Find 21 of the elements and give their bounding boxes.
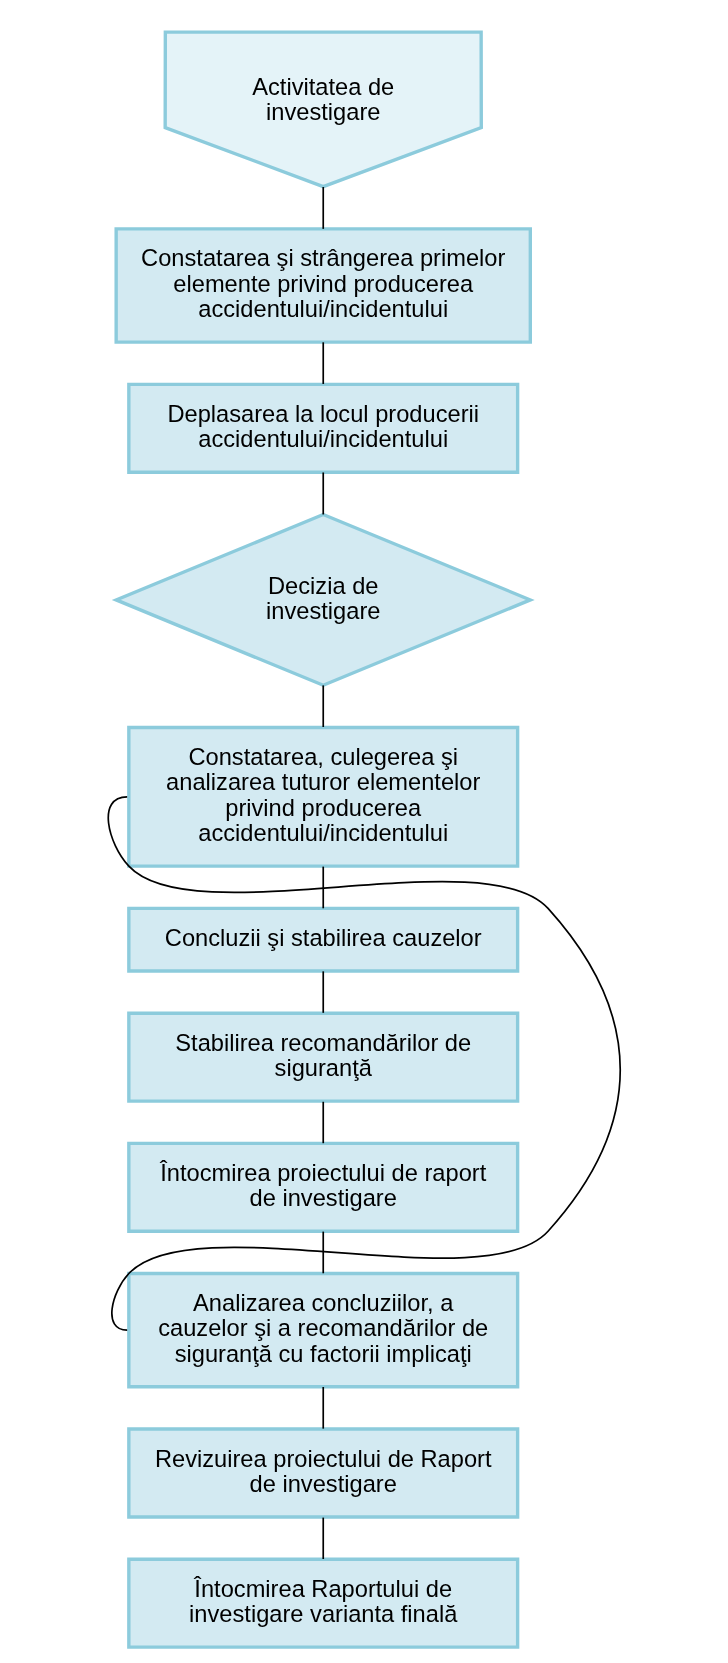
- connector: [322, 341, 325, 385]
- connector: [322, 1516, 325, 1560]
- connector: [322, 186, 325, 230]
- connector: [322, 684, 325, 728]
- node-box: Analizarea concluziilor, a cauzelor şi a recomandărilor de siguranţă cu factorii implicaţi: [127, 1271, 520, 1389]
- node-diamond: Decizia de investigare: [111, 512, 535, 688]
- connector: [322, 471, 325, 516]
- node-box: Revizuirea proiectului de Raport de investigare: [127, 1427, 520, 1519]
- connector: [107, 796, 622, 1331]
- node-box: Concluzii şi stabilirea cauzelor: [127, 906, 520, 973]
- connector: [322, 1230, 325, 1275]
- node-box: Întocmirea Raportului de investigare varianta finală: [127, 1557, 520, 1649]
- node-box: Constatarea şi strângerea primelor elemente privind producerea accidentului/incidentului: [114, 227, 532, 344]
- node-box: Deplasarea la locul producerii accidentului/incidentului: [127, 382, 520, 474]
- node-box: Constatarea, culegerea şi analizarea tuturor elementelor privind producerea accidentului/incidentului: [127, 725, 520, 868]
- connector: [322, 1386, 325, 1430]
- connector: [322, 1100, 325, 1145]
- connector: [322, 970, 325, 1014]
- node-box: Întocmirea proiectului de raport de investigare: [127, 1141, 520, 1233]
- node-box: Stabilirea recomandărilor de siguranţă: [127, 1011, 520, 1103]
- connector: [322, 865, 325, 910]
